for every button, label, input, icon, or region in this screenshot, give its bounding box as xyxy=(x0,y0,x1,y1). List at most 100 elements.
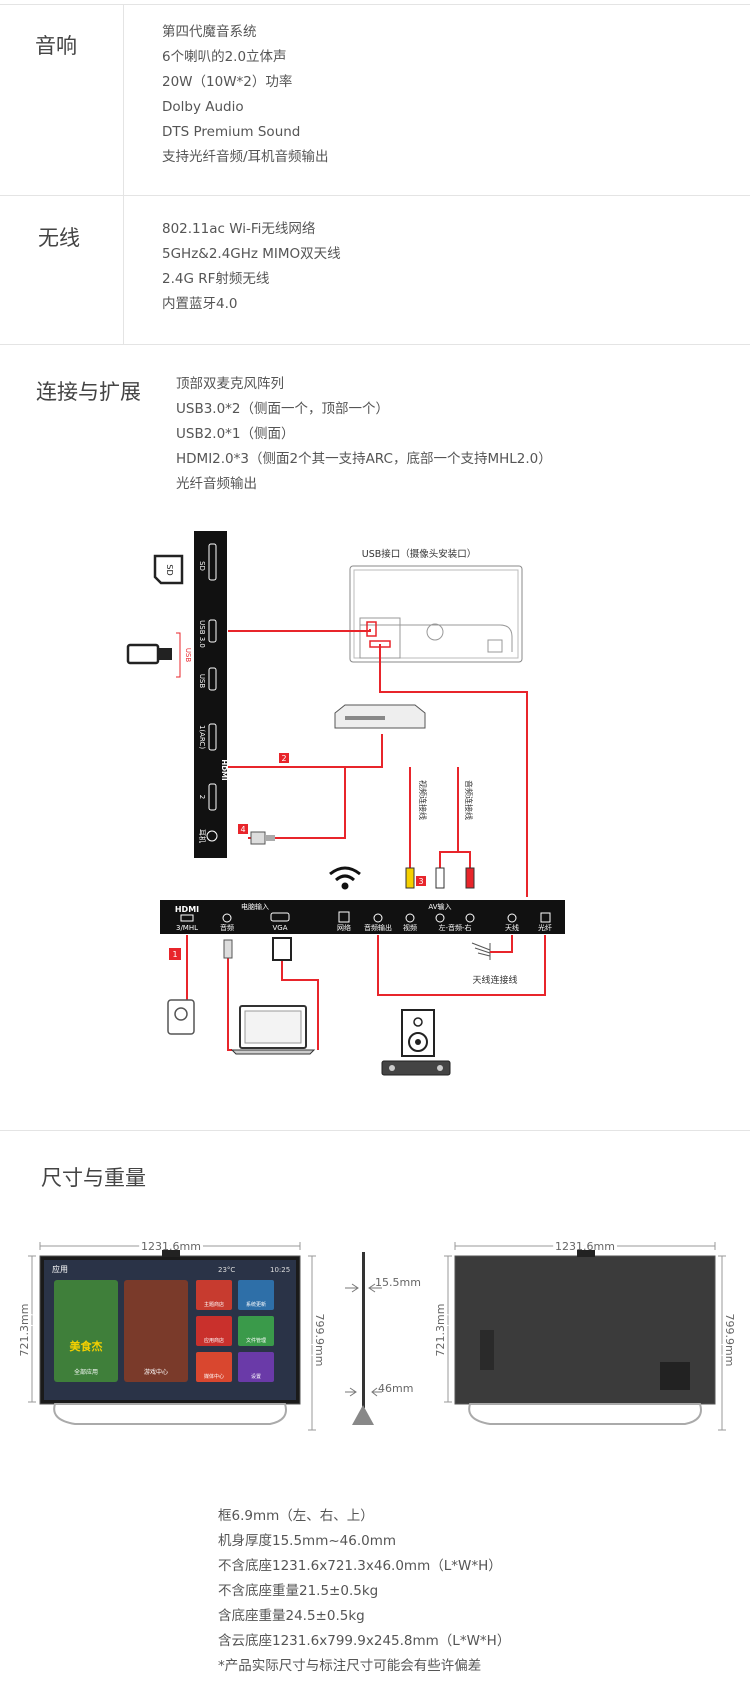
divider xyxy=(0,1130,750,1131)
divider xyxy=(0,344,750,345)
divider xyxy=(0,195,750,196)
svg-text:SD: SD xyxy=(165,564,174,575)
screen-status: 23°C xyxy=(218,1266,235,1274)
badge-3: 3 xyxy=(416,876,426,886)
svg-text:2: 2 xyxy=(281,754,286,763)
section-title-wireless: 无线 xyxy=(38,226,80,250)
spec-item: 6个喇叭的2.0立体声 xyxy=(162,49,287,65)
spec-item: 顶部双麦克风阵列 xyxy=(176,376,284,392)
screen-app-label: 应用 xyxy=(52,1264,68,1274)
amplifier-icon xyxy=(381,1060,451,1076)
spec-item: USB2.0*1（侧面） xyxy=(176,426,295,442)
usb-stick-label: USB xyxy=(184,648,192,663)
bottom-video: 视频 xyxy=(403,923,417,932)
antenna-cable-label: 天线连接线 xyxy=(472,974,517,986)
speaker-icon xyxy=(401,1009,435,1057)
tv-front-illustration: 应用 23°C 10:25 美食杰 全部应用 游戏中心 主题商店 系统更新 应用… xyxy=(39,1250,301,1425)
back-width-dim: 1231.6mm xyxy=(555,1240,615,1253)
headphone-plug-icon xyxy=(250,831,275,845)
spec-item: 含云底座1231.6x799.9x245.8mm（L*W*H） xyxy=(218,1633,511,1649)
front-total-height-dim: 799.9mm xyxy=(313,1314,326,1367)
spec-item: HDMI2.0*3（侧面2个其一支持ARC，底部一个支持MHL2.0） xyxy=(176,451,552,467)
side-depth-top-dim: 15.5mm xyxy=(375,1276,421,1289)
front-width-dim: 1231.6mm xyxy=(141,1240,201,1253)
section-title-connect: 连接与扩展 xyxy=(36,380,141,404)
badge-4: 4 xyxy=(238,824,248,834)
bottom-hdmi-logo: HDMI xyxy=(175,905,199,914)
audio-spec-list: 第四代魔音系统 6个喇叭的2.0立体声 20W（10W*2）功率 Dolby A… xyxy=(162,20,329,170)
sd-card-icon: SD xyxy=(153,554,184,585)
wifi-icon xyxy=(329,866,361,890)
tile-label: 文件管理 xyxy=(246,1337,266,1344)
dimensions-spec-list: 框6.9mm（左、右、上） 机身厚度15.5mm~46.0mm 不含底座1231… xyxy=(218,1504,510,1679)
spec-item: 含底座重量24.5±0.5kg xyxy=(218,1608,365,1624)
svg-text:1: 1 xyxy=(172,950,177,959)
spec-item: 支持光纤音频/耳机音频输出 xyxy=(162,149,329,165)
food-tile xyxy=(54,1280,118,1382)
spec-item: 不含底座重量21.5±0.5kg xyxy=(218,1583,379,1599)
tile-label: 系统更新 xyxy=(246,1301,266,1308)
tv-top-back-illustration xyxy=(349,565,523,663)
badge-1: 1 xyxy=(169,948,181,960)
spec-item: 内置蓝牙4.0 xyxy=(162,296,238,312)
bottom-antenna: 天线 xyxy=(505,923,519,932)
spec-item: 20W（10W*2）功率 xyxy=(162,74,293,90)
side-port-panel: SD USB 3.0 USB 1(ARC) HDMI 2 耳机 xyxy=(194,531,228,858)
tile-label: 游戏中心 xyxy=(144,1368,168,1376)
divider xyxy=(0,4,750,5)
spec-item: 2.4G RF射频无线 xyxy=(162,271,270,287)
side-port-hdmi2: 2 xyxy=(198,795,206,799)
audio-cable-label: 音频连接线 xyxy=(464,780,474,820)
tile-label: 应用商店 xyxy=(204,1337,224,1344)
vga-plug-icon xyxy=(272,937,292,961)
section-title-dimensions: 尺寸与重量 xyxy=(41,1166,146,1190)
connection-lines xyxy=(186,629,546,1051)
spec-item: 框6.9mm（左、右、上） xyxy=(218,1508,374,1524)
side-port-hdmi-logo: HDMI xyxy=(220,759,228,780)
svg-text:3: 3 xyxy=(418,877,423,886)
antenna-icon xyxy=(471,942,513,960)
side-port-headphone: 耳机 xyxy=(198,829,207,843)
svg-text:4: 4 xyxy=(240,825,245,834)
mhl-device-icon xyxy=(167,999,195,1035)
side-port-usb3: USB 3.0 xyxy=(198,620,206,648)
spec-item: DTS Premium Sound xyxy=(162,124,301,140)
side-port-hdmi1: 1(ARC) xyxy=(198,725,206,749)
divider xyxy=(123,196,124,344)
laptop-icon xyxy=(230,1005,316,1055)
spec-item: 第四代魔音系统 xyxy=(162,24,257,40)
spec-item: 不含底座1231.6x721.3x46.0mm（L*W*H） xyxy=(218,1558,502,1574)
av-input-label: AV输入 xyxy=(428,902,451,911)
bottom-port-panel: HDMI 3/MHL 电脑输入 音频 VGA 网络 音频输出 AV输入 视频 左… xyxy=(160,900,565,934)
audio-plug-icon xyxy=(223,939,233,959)
tile-label: 主题商店 xyxy=(204,1301,224,1308)
divider xyxy=(123,5,124,195)
usb-stick-icon xyxy=(126,643,172,665)
rca-plugs-icon xyxy=(405,867,475,889)
badge-2: 2 xyxy=(279,753,289,763)
bottom-lr-audio: 左-音频-右 xyxy=(438,923,471,932)
connect-spec-list: 顶部双麦克风阵列 USB3.0*2（侧面一个，顶部一个） USB2.0*1（侧面… xyxy=(176,372,552,497)
side-port-usb: USB xyxy=(198,674,206,689)
video-cable-label: 视频连接线 xyxy=(418,780,428,820)
pc-input-label: 电脑输入 xyxy=(241,902,269,911)
tile-label: 设置 xyxy=(251,1373,261,1380)
back-height-dim: 721.3mm xyxy=(434,1304,447,1357)
spec-item: USB3.0*2（侧面一个，顶部一个） xyxy=(176,401,390,417)
front-height-dim: 721.3mm xyxy=(18,1304,31,1357)
tile-label: 全部应用 xyxy=(74,1368,98,1376)
spec-item: *产品实际尺寸与标注尺寸可能会有些许偏差 xyxy=(218,1658,482,1674)
bottom-vga: VGA xyxy=(272,924,287,932)
tv-back-illustration xyxy=(454,1250,716,1425)
spec-item: 机身厚度15.5mm~46.0mm xyxy=(218,1533,397,1549)
side-port-sd: SD xyxy=(198,561,206,571)
section-title-audio: 音响 xyxy=(35,34,77,58)
tile-label: 媒体中心 xyxy=(204,1373,224,1380)
spec-item: Dolby Audio xyxy=(162,99,244,115)
bottom-hdmi-mhl: 3/MHL xyxy=(176,924,198,932)
dimension-illustrations: 1231.6mm 721.3mm 799.9mm 应用 23°C 10:25 美… xyxy=(15,1237,739,1431)
dvd-player-icon xyxy=(334,704,426,729)
bottom-audio-out: 音频输出 xyxy=(364,923,392,932)
wireless-spec-list: 802.11ac Wi-Fi无线网络 5GHz&2.4GHz MIMO双天线 2… xyxy=(162,217,341,317)
back-total-height-dim: 799.9mm xyxy=(723,1314,736,1367)
